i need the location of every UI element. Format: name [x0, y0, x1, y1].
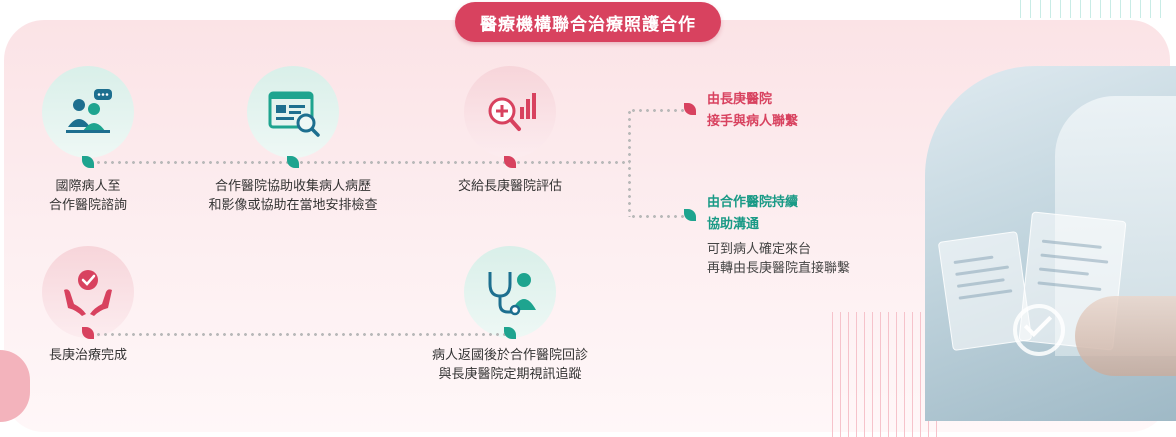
step-label-followup: 病人返國後於合作醫院回診 與長庚醫院定期視訊追蹤: [431, 348, 589, 382]
medical-record-search-icon: [247, 66, 339, 158]
stethoscope-doctor-icon: [464, 246, 556, 338]
step-label-collect: 合作醫院協助收集病人病歷 和影像或協助在當地安排檢查: [208, 179, 378, 213]
diagram-title: 醫療機構聯合治療照護合作: [455, 2, 721, 42]
analysis-chart-icon: [464, 66, 556, 158]
step-label-evaluate: 交給長庚醫院評估: [457, 179, 563, 194]
branch-chang-gung: 由長庚醫院 接手與病人聯繫: [707, 92, 799, 129]
step-marker: [287, 156, 299, 168]
decorative-lines: [1020, 0, 1170, 18]
connector-line: [628, 109, 631, 217]
step-marker: [82, 327, 94, 339]
step-marker: [504, 327, 516, 339]
step-marker: [504, 156, 516, 168]
branch-marker: [684, 103, 696, 115]
connector-line: [630, 109, 684, 112]
connector-line: [95, 333, 510, 336]
step-label-complete: 長庚治療完成: [48, 348, 128, 363]
branch-marker: [684, 209, 696, 221]
connector-line: [95, 161, 630, 164]
care-hands-icon: [42, 246, 134, 338]
doctor-documents-illustration: [925, 66, 1176, 421]
branch-partner-note: 可到病人確定來台 再轉由長庚醫院直接聯繫: [707, 242, 851, 276]
decorative-lines: [832, 312, 942, 437]
step-marker: [82, 156, 94, 168]
consultation-icon: [42, 66, 134, 158]
step-label-consult: 國際病人至 合作醫院諮詢: [48, 179, 128, 213]
connector-line: [630, 215, 684, 218]
branch-partner: 由合作醫院持續 協助溝通: [707, 195, 799, 232]
